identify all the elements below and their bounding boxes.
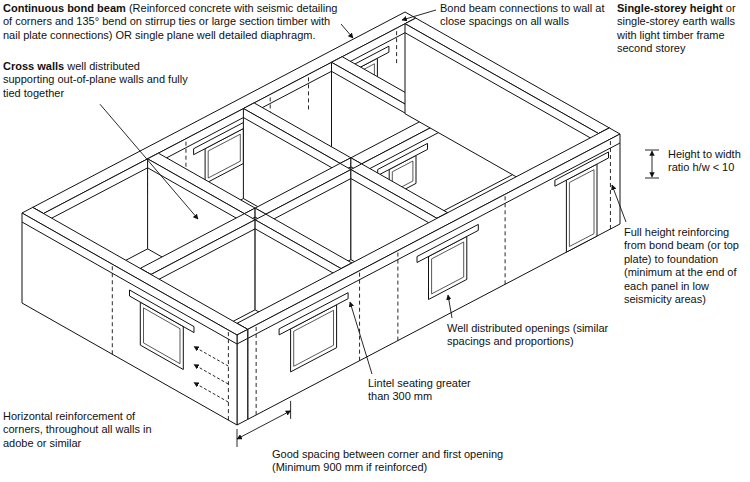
annotation: Lintel seating greater than 300 mm bbox=[368, 377, 483, 404]
label-text: Continuous bond beam bbox=[3, 2, 126, 14]
annotation: Single-storey heightor single-storey ear… bbox=[617, 2, 745, 56]
height-bracket bbox=[645, 150, 659, 178]
label-text: Bond beam connections to wall at close s… bbox=[440, 2, 605, 27]
annotation: Continuous bond beam(Reinforced concrete… bbox=[3, 2, 338, 42]
leaders bbox=[100, 10, 626, 374]
label-text: Single-storey height bbox=[617, 2, 723, 14]
reinforcing-line bbox=[112, 264, 113, 354]
annotation: Cross wallswell distributed supporting o… bbox=[3, 60, 193, 100]
reinforcing-line bbox=[308, 74, 309, 109]
leader-line bbox=[612, 185, 626, 222]
label-text: Full height reinforcing from bond beam (… bbox=[624, 226, 739, 305]
label-text: Well distributed openings (similar spaci… bbox=[447, 322, 608, 347]
reinforcing-line bbox=[359, 271, 360, 361]
wall-face bbox=[237, 329, 248, 425]
lintel bbox=[130, 290, 195, 333]
annotation: Height to width ratio h/w < 10 bbox=[668, 148, 746, 175]
reinforcing-line bbox=[505, 194, 506, 284]
leader-line bbox=[402, 10, 436, 20]
reinforcing-line bbox=[256, 325, 257, 415]
corner-reinforcement bbox=[194, 383, 228, 403]
bond-beam-line bbox=[405, 33, 599, 143]
reinforcing-line bbox=[396, 28, 397, 63]
corner-reinforcement bbox=[194, 365, 228, 385]
bond-beam-line bbox=[255, 229, 341, 278]
bond-beam-line bbox=[266, 179, 351, 224]
opening-frame bbox=[569, 170, 594, 247]
bond-beam-line bbox=[22, 222, 237, 344]
bond-beam-line bbox=[351, 179, 437, 228]
lintel bbox=[417, 224, 478, 262]
annotation: Well distributed openings (similar spaci… bbox=[447, 322, 619, 349]
bond-beam-line bbox=[151, 229, 255, 284]
annotation: Good spacing between corner and first op… bbox=[272, 448, 532, 475]
annotation: Full height reinforcing from bond beam (… bbox=[624, 226, 747, 306]
bracket-line bbox=[652, 151, 653, 177]
lintel bbox=[555, 152, 609, 186]
corner-reinforcement bbox=[194, 347, 228, 367]
bond-beam-line bbox=[248, 143, 620, 338]
label-text: Good spacing between corner and first op… bbox=[272, 448, 503, 473]
wall-segment bbox=[237, 128, 620, 420]
bond-beam-line bbox=[243, 118, 340, 173]
lintel bbox=[279, 293, 348, 335]
label-text: Lintel seating greater than 300 mm bbox=[368, 377, 471, 402]
bond-beam-line bbox=[148, 168, 245, 223]
label-text: Height to width ratio h/w < 10 bbox=[668, 148, 741, 173]
reinforcing-line bbox=[228, 330, 229, 420]
lintel bbox=[378, 143, 428, 175]
label-text: Cross walls bbox=[3, 60, 64, 72]
dimension-line bbox=[237, 411, 291, 439]
bracket-tick bbox=[645, 150, 659, 151]
bond-beam-line bbox=[237, 338, 248, 344]
extension-line bbox=[237, 429, 238, 447]
leader-line bbox=[350, 302, 372, 374]
wall-segment bbox=[22, 207, 248, 425]
wall-face bbox=[22, 213, 237, 425]
leader-line bbox=[100, 104, 198, 219]
reinforcing-line bbox=[610, 139, 611, 229]
wall-face bbox=[248, 134, 620, 419]
reinforcing-line bbox=[397, 251, 398, 341]
annotation: Horizontal reinforcement of corners, thr… bbox=[3, 410, 153, 450]
leader-line bbox=[341, 24, 353, 38]
dimension bbox=[237, 401, 291, 447]
extension-line bbox=[290, 401, 291, 419]
label-text: Horizontal reinforcement of corners, thr… bbox=[3, 410, 152, 449]
annotation: Bond beam connections to wall at close s… bbox=[440, 2, 615, 29]
leader-line bbox=[448, 295, 452, 318]
bracket-tick bbox=[645, 178, 659, 179]
